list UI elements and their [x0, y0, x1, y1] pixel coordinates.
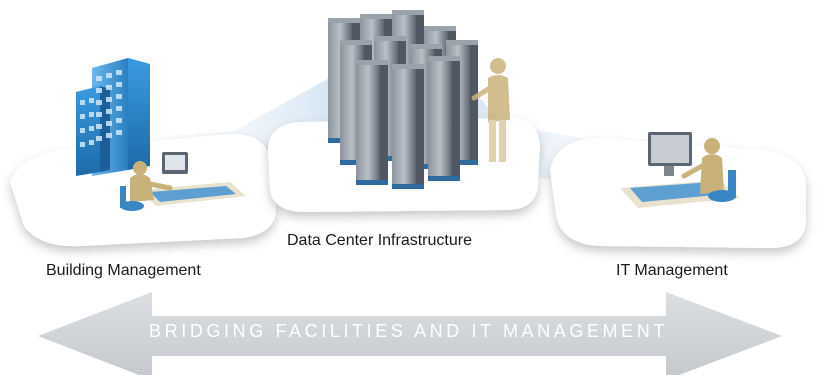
server-rack-icon [328, 10, 478, 189]
banner-bridging-text: BRIDGING FACILITIES AND IT MANAGEMENT [149, 321, 668, 341]
office-building-icon [76, 58, 150, 176]
person-at-desk-icon [120, 152, 246, 211]
label-building-management: Building Management [46, 262, 201, 279]
bridge-arrow [38, 292, 782, 375]
label-data-center-infrastructure: Data Center Infrastructure [287, 232, 472, 249]
label-it-management: IT Management [616, 262, 728, 279]
person-at-desk-icon [620, 132, 740, 208]
technician-icon [471, 58, 510, 162]
